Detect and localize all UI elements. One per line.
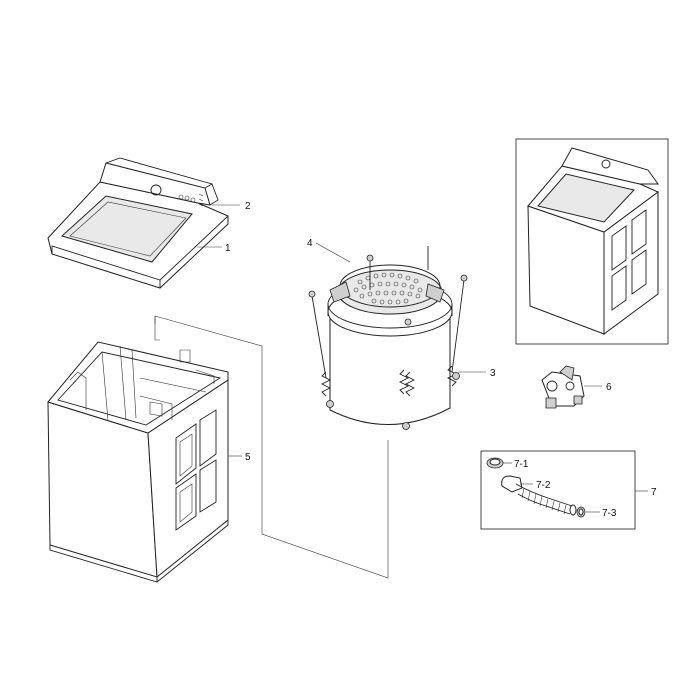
callout-2: 2 [245, 201, 251, 212]
water-valve [541, 365, 585, 409]
leader-line-4 [315, 242, 351, 263]
top-lid-assembly [47, 157, 229, 289]
callout-7: 7 [651, 487, 657, 498]
callout-5: 5 [245, 452, 251, 463]
basket-perforations [353, 272, 423, 305]
reference-view-frame [515, 138, 669, 345]
hose-clamp [486, 457, 504, 469]
drain-hose [501, 475, 577, 516]
callout-7-2: 7-2 [536, 480, 551, 491]
assembly-connector-lines [154, 315, 389, 579]
callout-7-1: 7-1 [514, 459, 529, 470]
complete-washer-illustration [527, 147, 659, 335]
callout-3: 3 [490, 368, 496, 379]
drain-kit-frame [480, 450, 636, 530]
cabinet [47, 316, 229, 583]
callout-7-3: 7-3 [602, 508, 617, 519]
callout-6: 6 [606, 382, 612, 393]
callout-1: 1 [225, 243, 231, 254]
callout-4: 4 [307, 238, 313, 249]
tub-assembly [308, 246, 468, 430]
hose-small-clamp [576, 506, 586, 518]
